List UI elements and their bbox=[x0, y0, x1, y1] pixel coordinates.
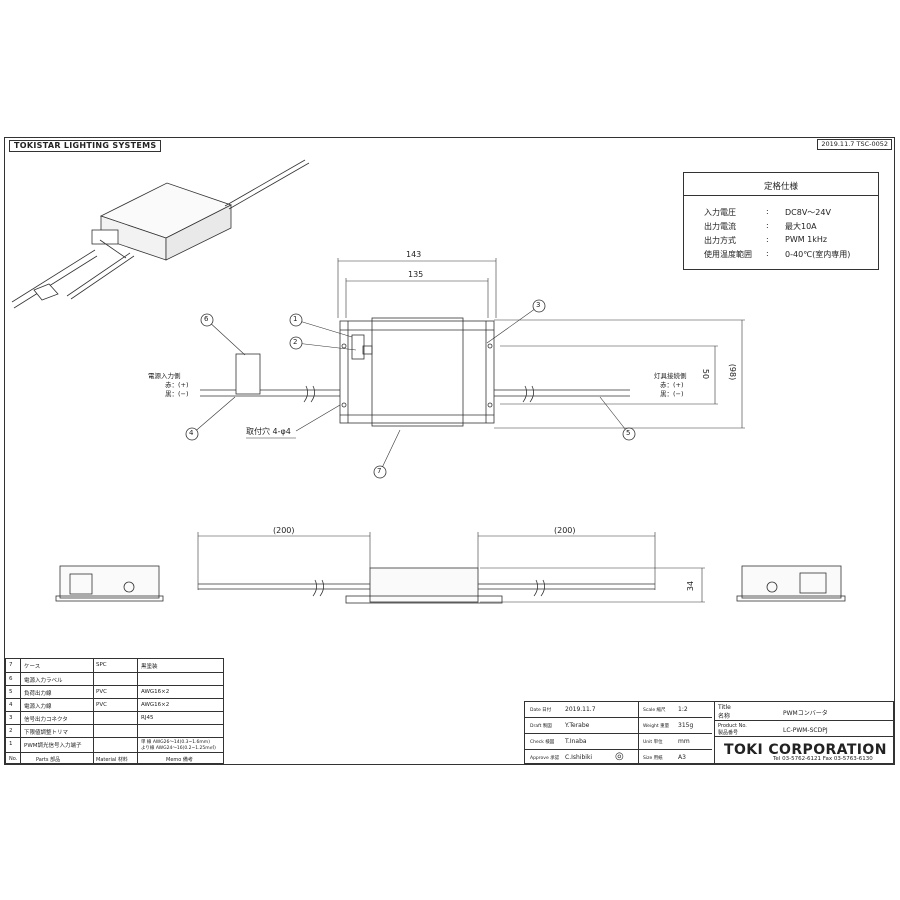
output-black-label: 黒：(−) bbox=[660, 390, 684, 398]
dim-cable-right: (200) bbox=[554, 526, 576, 535]
side-view-left bbox=[55, 565, 164, 602]
dim-width-overall: 143 bbox=[406, 250, 422, 259]
approve-label: Approve 承認 bbox=[530, 756, 560, 761]
document-reference: 2019.11.7 TSC-0052 bbox=[817, 139, 892, 150]
front-view bbox=[198, 567, 655, 604]
spec-sep: : bbox=[766, 207, 769, 216]
parts-list-table: 7 ケース SPC 黒塗装 6 電源入力ラベル 5 負荷出力線 PVC AWG1… bbox=[5, 658, 224, 764]
weight-label: Weight 重量 bbox=[643, 724, 670, 729]
spec-value: DC8V〜24V bbox=[785, 208, 831, 217]
product-value: LC-PWM-SCDPJ bbox=[783, 727, 828, 734]
unit-label: Unit 単位 bbox=[643, 740, 663, 745]
title-value: PWMコンバータ bbox=[783, 710, 828, 717]
callout-number: 6 bbox=[204, 315, 209, 323]
size-value: A3 bbox=[678, 754, 686, 761]
company-contact: Tel 03-5762-6121 Fax 03-5763-6130 bbox=[773, 756, 873, 762]
dimension-lines bbox=[197, 258, 745, 603]
side-view-right bbox=[736, 565, 846, 602]
unit-value: mm bbox=[678, 738, 690, 745]
input-side-label: 電源入力側 bbox=[148, 372, 181, 380]
table-row: 2 下限値調整トリマ bbox=[6, 724, 223, 738]
approve-value: C.Ishibiki bbox=[565, 754, 593, 761]
spec-label: 出力電流 bbox=[704, 222, 736, 231]
draft-label: Draft 製図 bbox=[530, 724, 552, 729]
title-label: Title 名称 bbox=[718, 704, 731, 720]
top-view bbox=[200, 317, 630, 427]
dim-width-body: 135 bbox=[408, 270, 424, 279]
callout-number: 4 bbox=[189, 429, 194, 437]
spec-sep: : bbox=[766, 235, 769, 244]
table-row: 7 ケース SPC 黒塗装 bbox=[9, 662, 158, 670]
output-red-label: 赤：(+) bbox=[660, 381, 684, 389]
callout-number: 3 bbox=[536, 301, 541, 309]
table-row: 1 PWM調光信号入力端子 単 線 AWG26〜14(0.3~1.6mm) より… bbox=[6, 737, 223, 751]
callout-number: 1 bbox=[293, 315, 298, 323]
spec-label: 使用温度範囲 bbox=[704, 250, 752, 259]
callout-number: 2 bbox=[293, 338, 298, 346]
check-label: Check 検図 bbox=[530, 740, 555, 745]
spec-sep: : bbox=[766, 221, 769, 230]
isometric-view bbox=[11, 159, 310, 309]
table-header-row: No. Parts 部品 Material 材料 Memo 備考 bbox=[6, 752, 223, 766]
company-header: TOKISTAR LIGHTING SYSTEMS bbox=[9, 140, 162, 152]
callout-number: 5 bbox=[626, 429, 631, 437]
table-row: 4 電源入力線 PVC AWG16×2 bbox=[6, 698, 223, 712]
spec-label: 出力方式 bbox=[704, 236, 736, 245]
scale-label: Scale 縮尺 bbox=[643, 708, 666, 713]
table-row: 6 電源入力ラベル bbox=[6, 672, 223, 686]
product-label: Product No. 製品番号 bbox=[718, 723, 747, 736]
spec-value: PWM 1kHz bbox=[785, 235, 828, 244]
dim-cable-left: (200) bbox=[273, 526, 295, 535]
mount-hole-label: 取付穴 4-φ4 bbox=[246, 427, 291, 436]
spec-value: 0-40℃(室内専用) bbox=[785, 250, 851, 259]
spec-value: 最大10A bbox=[785, 222, 817, 231]
table-row: 3 信号出力コネクタ RJ45 bbox=[6, 711, 223, 725]
drawing-sheet bbox=[4, 137, 895, 765]
dim-height-overall: (98) bbox=[728, 363, 738, 381]
date-label: Date 日付 bbox=[530, 708, 552, 713]
dim-height-mount: 50 bbox=[701, 368, 711, 380]
input-red-label: 赤：(+) bbox=[165, 381, 189, 389]
input-black-label: 黒：(−) bbox=[165, 390, 189, 398]
company-name: TOKI CORPORATION bbox=[724, 742, 887, 758]
callout-number: 7 bbox=[377, 467, 382, 475]
date-value: 2019.11.7 bbox=[565, 706, 596, 713]
title-block: Date 日付 2019.11.7 Draft 製図 Y.Terabe Chec… bbox=[524, 701, 894, 764]
projection-symbol-icon: ◎ bbox=[615, 751, 624, 762]
scale-value: 1:2 bbox=[678, 706, 688, 713]
spec-label: 入力電圧 bbox=[704, 208, 736, 217]
spec-title: 定格仕様 bbox=[763, 182, 798, 192]
check-value: T.Inaba bbox=[565, 738, 587, 745]
output-side-label: 灯具接続側 bbox=[654, 372, 687, 380]
weight-value: 315g bbox=[678, 722, 694, 729]
draft-value: Y.Terabe bbox=[565, 722, 590, 729]
table-row: 5 負荷出力線 PVC AWG16×2 bbox=[6, 685, 223, 699]
spec-box: 定格仕様 入力電圧 : DC8V〜24V 出力電流 : 最大10A 出力方式 :… bbox=[683, 172, 879, 270]
dim-thickness: 34 bbox=[686, 580, 696, 592]
spec-sep: : bbox=[766, 249, 769, 258]
size-label: Size 用紙 bbox=[643, 756, 663, 761]
